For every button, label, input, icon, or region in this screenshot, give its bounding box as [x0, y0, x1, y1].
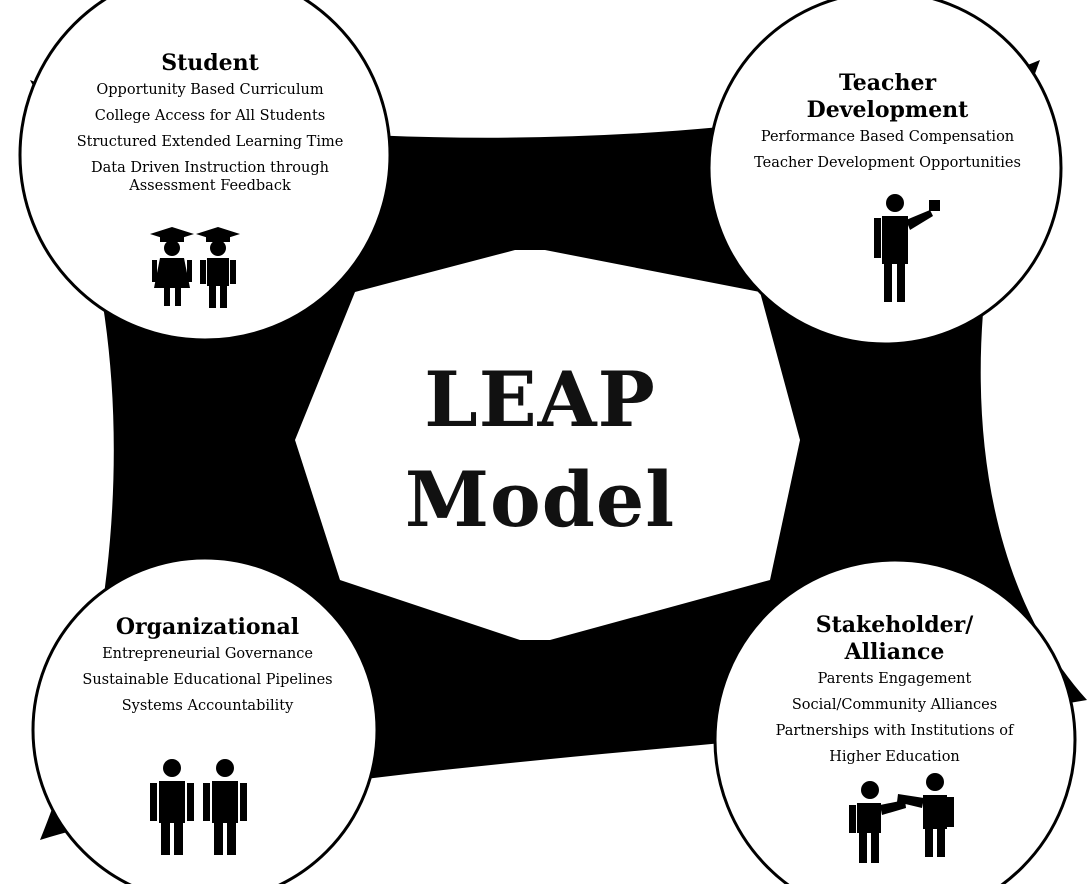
center-title-line1: LEAP — [424, 355, 656, 444]
stakeholder-circle — [713, 558, 1077, 884]
teacher-item-2: Teacher Development Opportunities — [754, 155, 1021, 171]
student-item-3: Structured Extended Learning Time — [76, 134, 344, 150]
center-title-line2: Model — [404, 455, 676, 544]
stakeholder-item-2: Social/Community Alliances — [791, 697, 998, 713]
teacher-title-line1: Teacher — [838, 70, 937, 96]
organizational-item-1: Entrepreneurial Governance — [102, 646, 313, 662]
organizational-item-3: Systems Accountability — [121, 698, 294, 714]
organizational-circle — [31, 556, 379, 884]
teacher-icon — [874, 194, 940, 302]
stakeholder-item-1: Parents Engagement — [817, 671, 972, 687]
stakeholder-title-line1: Stakeholder/ — [815, 612, 974, 638]
organizational-section: Organizational Entrepreneurial Governanc… — [35, 614, 380, 719]
stakeholder-item-3: Partnerships with Institutions of — [775, 723, 1014, 739]
stakeholder-item-4: Higher Education — [829, 749, 960, 765]
handshake-icon — [849, 773, 954, 863]
two-people-icon — [150, 759, 247, 855]
student-item-5: Assessment Feedback — [129, 178, 291, 194]
teacher-item-1: Performance Based Compensation — [760, 129, 1015, 145]
student-section: Student Opportunity Based Curriculum Col… — [30, 50, 390, 195]
graduate-students-icon — [150, 227, 240, 308]
student-item-4: Data Driven Instruction through — [91, 160, 329, 176]
stakeholder-title-line2: Alliance — [844, 639, 945, 665]
teacher-title-line2: Development — [806, 97, 969, 123]
student-title: Student — [161, 50, 259, 76]
student-item-2: College Access for All Students — [94, 108, 326, 124]
teacher-section: Teacher Development Performance Based Co… — [715, 70, 1060, 176]
center-white-shape — [295, 250, 800, 640]
organizational-title: Organizational — [115, 614, 300, 640]
student-item-1: Opportunity Based Curriculum — [96, 82, 324, 98]
teacher-circle — [707, 0, 1063, 346]
stakeholder-section: Stakeholder/ Alliance Parents Engagement… — [722, 612, 1067, 770]
organizational-item-2: Sustainable Educational Pipelines — [82, 672, 333, 688]
student-circle — [18, 0, 392, 342]
